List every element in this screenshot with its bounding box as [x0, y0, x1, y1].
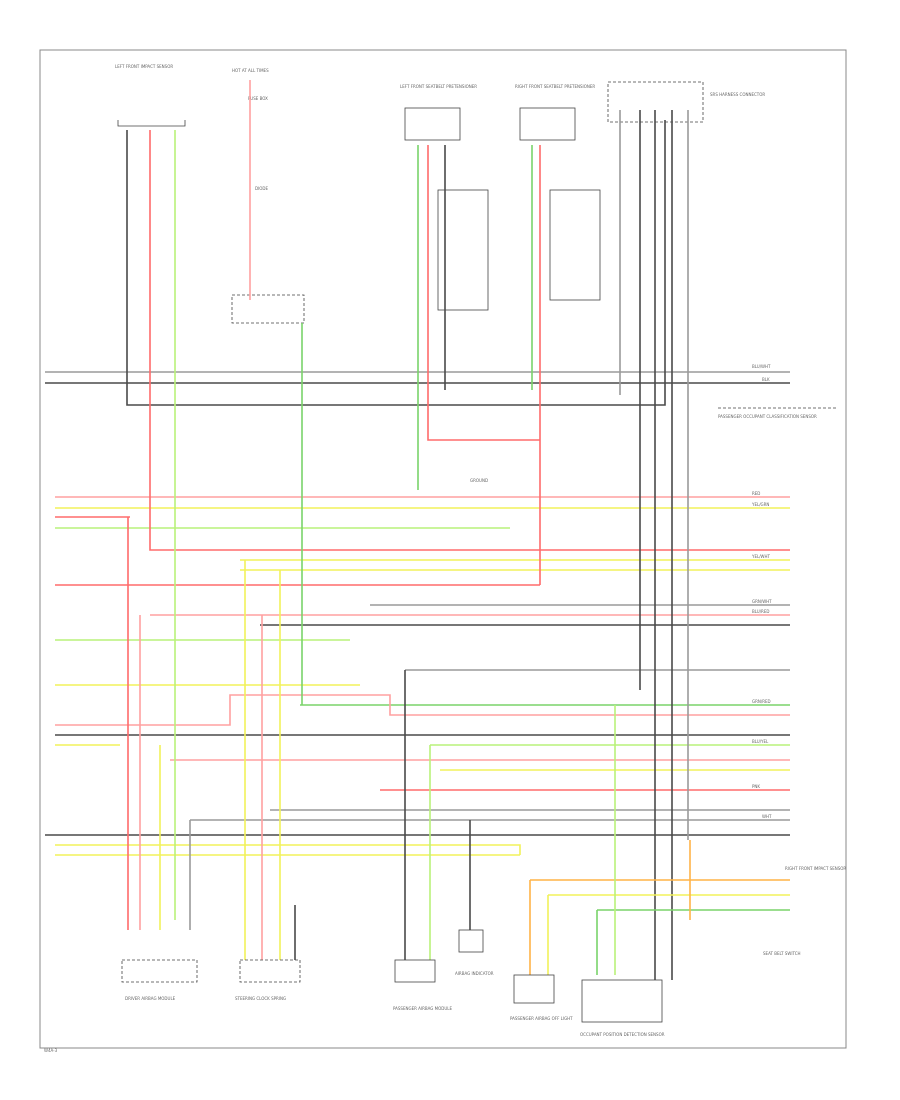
vertical-wires [126, 80, 790, 980]
ignition-relay-box [231, 294, 305, 324]
fuse-box-label: FUSE BOX [248, 96, 268, 101]
svg-text:AIRBAG INDICATOR: AIRBAG INDICATOR [455, 971, 494, 976]
svg-text:YEL/WHT: YEL/WHT [751, 554, 771, 559]
seat-belt-switch: SEAT BELT SWITCH [763, 951, 801, 956]
steering-clock-spring: STEERING CLOCK SPRING [235, 959, 301, 1001]
svg-text:PASSENGER OCCUPANT CLASSIFICAT: PASSENGER OCCUPANT CLASSIFICATION SENSOR [718, 414, 817, 419]
svg-text:GRN/WHT: GRN/WHT [752, 599, 772, 604]
wire-black-v1 [126, 120, 666, 406]
wire-label-column: BLU/WHT BLK RED YEL/GRN YEL/WHT GRN/WHT … [751, 364, 772, 819]
wire-yel-6 [55, 844, 521, 855]
svg-text:STEERING CLOCK SPRING: STEERING CLOCK SPRING [235, 996, 286, 1001]
svg-text:SRS HARNESS CONNECTOR: SRS HARNESS CONNECTOR [710, 92, 765, 97]
passenger-airbag-off-light: PASSENGER AIRBAG OFF LIGHT [510, 974, 573, 1021]
svg-text:RED: RED [752, 491, 760, 496]
passenger-airbag-module: PASSENGER AIRBAG MODULE [393, 959, 452, 1011]
hot-at-all-times-label: HOT AT ALL TIMES [232, 68, 269, 73]
wire-orange-v17 [529, 879, 790, 975]
occupant-position-sensor: OCCUPANT POSITION DETECTION SENSOR [580, 979, 665, 1037]
airbag-indicator: AIRBAG INDICATOR [455, 929, 494, 976]
ground-junction: GROUND [470, 478, 488, 483]
rh-seatbelt-pretensioner: RIGHT FRONT SEATBELT PRETENSIONER [515, 84, 595, 141]
svg-text:OCCUPANT POSITION DETECTION SE: OCCUPANT POSITION DETECTION SENSOR [580, 1032, 665, 1037]
svg-text:BLU/WHT: BLU/WHT [752, 364, 771, 369]
srs-harness-connector: SRS HARNESS CONNECTOR [607, 81, 765, 123]
svg-text:WHT: WHT [762, 814, 772, 819]
svg-text:BLK: BLK [762, 377, 770, 382]
svg-text:PNK: PNK [752, 784, 760, 789]
svg-text:FUSE BOX: FUSE BOX [248, 96, 268, 101]
rh-front-impact-sensor: RIGHT FRONT IMPACT SENSOR [785, 866, 846, 871]
lh-front-impact-sensor: LEFT FRONT IMPACT SENSOR [115, 64, 186, 127]
rh-pretensioner-sub-box [549, 189, 601, 301]
lh-pretensioner-sub-box [437, 189, 489, 311]
svg-text:YEL/GRN: YEL/GRN [751, 502, 769, 507]
svg-text:PASSENGER AIRBAG MODULE: PASSENGER AIRBAG MODULE [393, 1006, 452, 1011]
svg-text:RIGHT FRONT SEATBELT PRETENSIO: RIGHT FRONT SEATBELT PRETENSIONER [515, 84, 595, 89]
svg-text:LEFT FRONT IMPACT SENSOR: LEFT FRONT IMPACT SENSOR [115, 64, 173, 69]
wire-red-4 [55, 694, 790, 726]
svg-text:DRIVER AIRBAG MODULE: DRIVER AIRBAG MODULE [125, 996, 176, 1001]
svg-text:HOT AT ALL TIMES: HOT AT ALL TIMES [232, 68, 269, 73]
svg-text:LEFT FRONT SEATBELT PRETENSION: LEFT FRONT SEATBELT PRETENSIONER [400, 84, 477, 89]
svg-text:DIODE: DIODE [255, 186, 268, 191]
lh-seatbelt-pretensioner: LEFT FRONT SEATBELT PRETENSIONER [400, 84, 477, 141]
svg-text:BLU/YEL: BLU/YEL [752, 739, 769, 744]
wire-yel-v18 [547, 894, 790, 975]
passenger-occupant-sensor: PASSENGER OCCUPANT CLASSIFICATION SENSOR [718, 407, 838, 419]
svg-text:PASSENGER AIRBAG OFF LIGHT: PASSENGER AIRBAG OFF LIGHT [510, 1016, 573, 1021]
svg-text:GRN/RED: GRN/RED [752, 699, 771, 704]
svg-text:RIGHT FRONT IMPACT SENSOR: RIGHT FRONT IMPACT SENSOR [785, 866, 846, 871]
wire-grn-v19 [596, 909, 790, 975]
driver-airbag-module: DRIVER AIRBAG MODULE [121, 959, 198, 1001]
svg-text:GROUND: GROUND [470, 478, 488, 483]
diode-label: DIODE [255, 186, 268, 191]
wire-red-v5 [427, 145, 540, 441]
wire-red-v1 [149, 130, 790, 551]
diagram-frame [39, 49, 847, 1049]
svg-text:SEAT BELT SWITCH: SEAT BELT SWITCH [763, 951, 801, 956]
footer-code: W4A-3 [44, 1048, 58, 1053]
svg-text:BLU/RED: BLU/RED [752, 609, 769, 614]
